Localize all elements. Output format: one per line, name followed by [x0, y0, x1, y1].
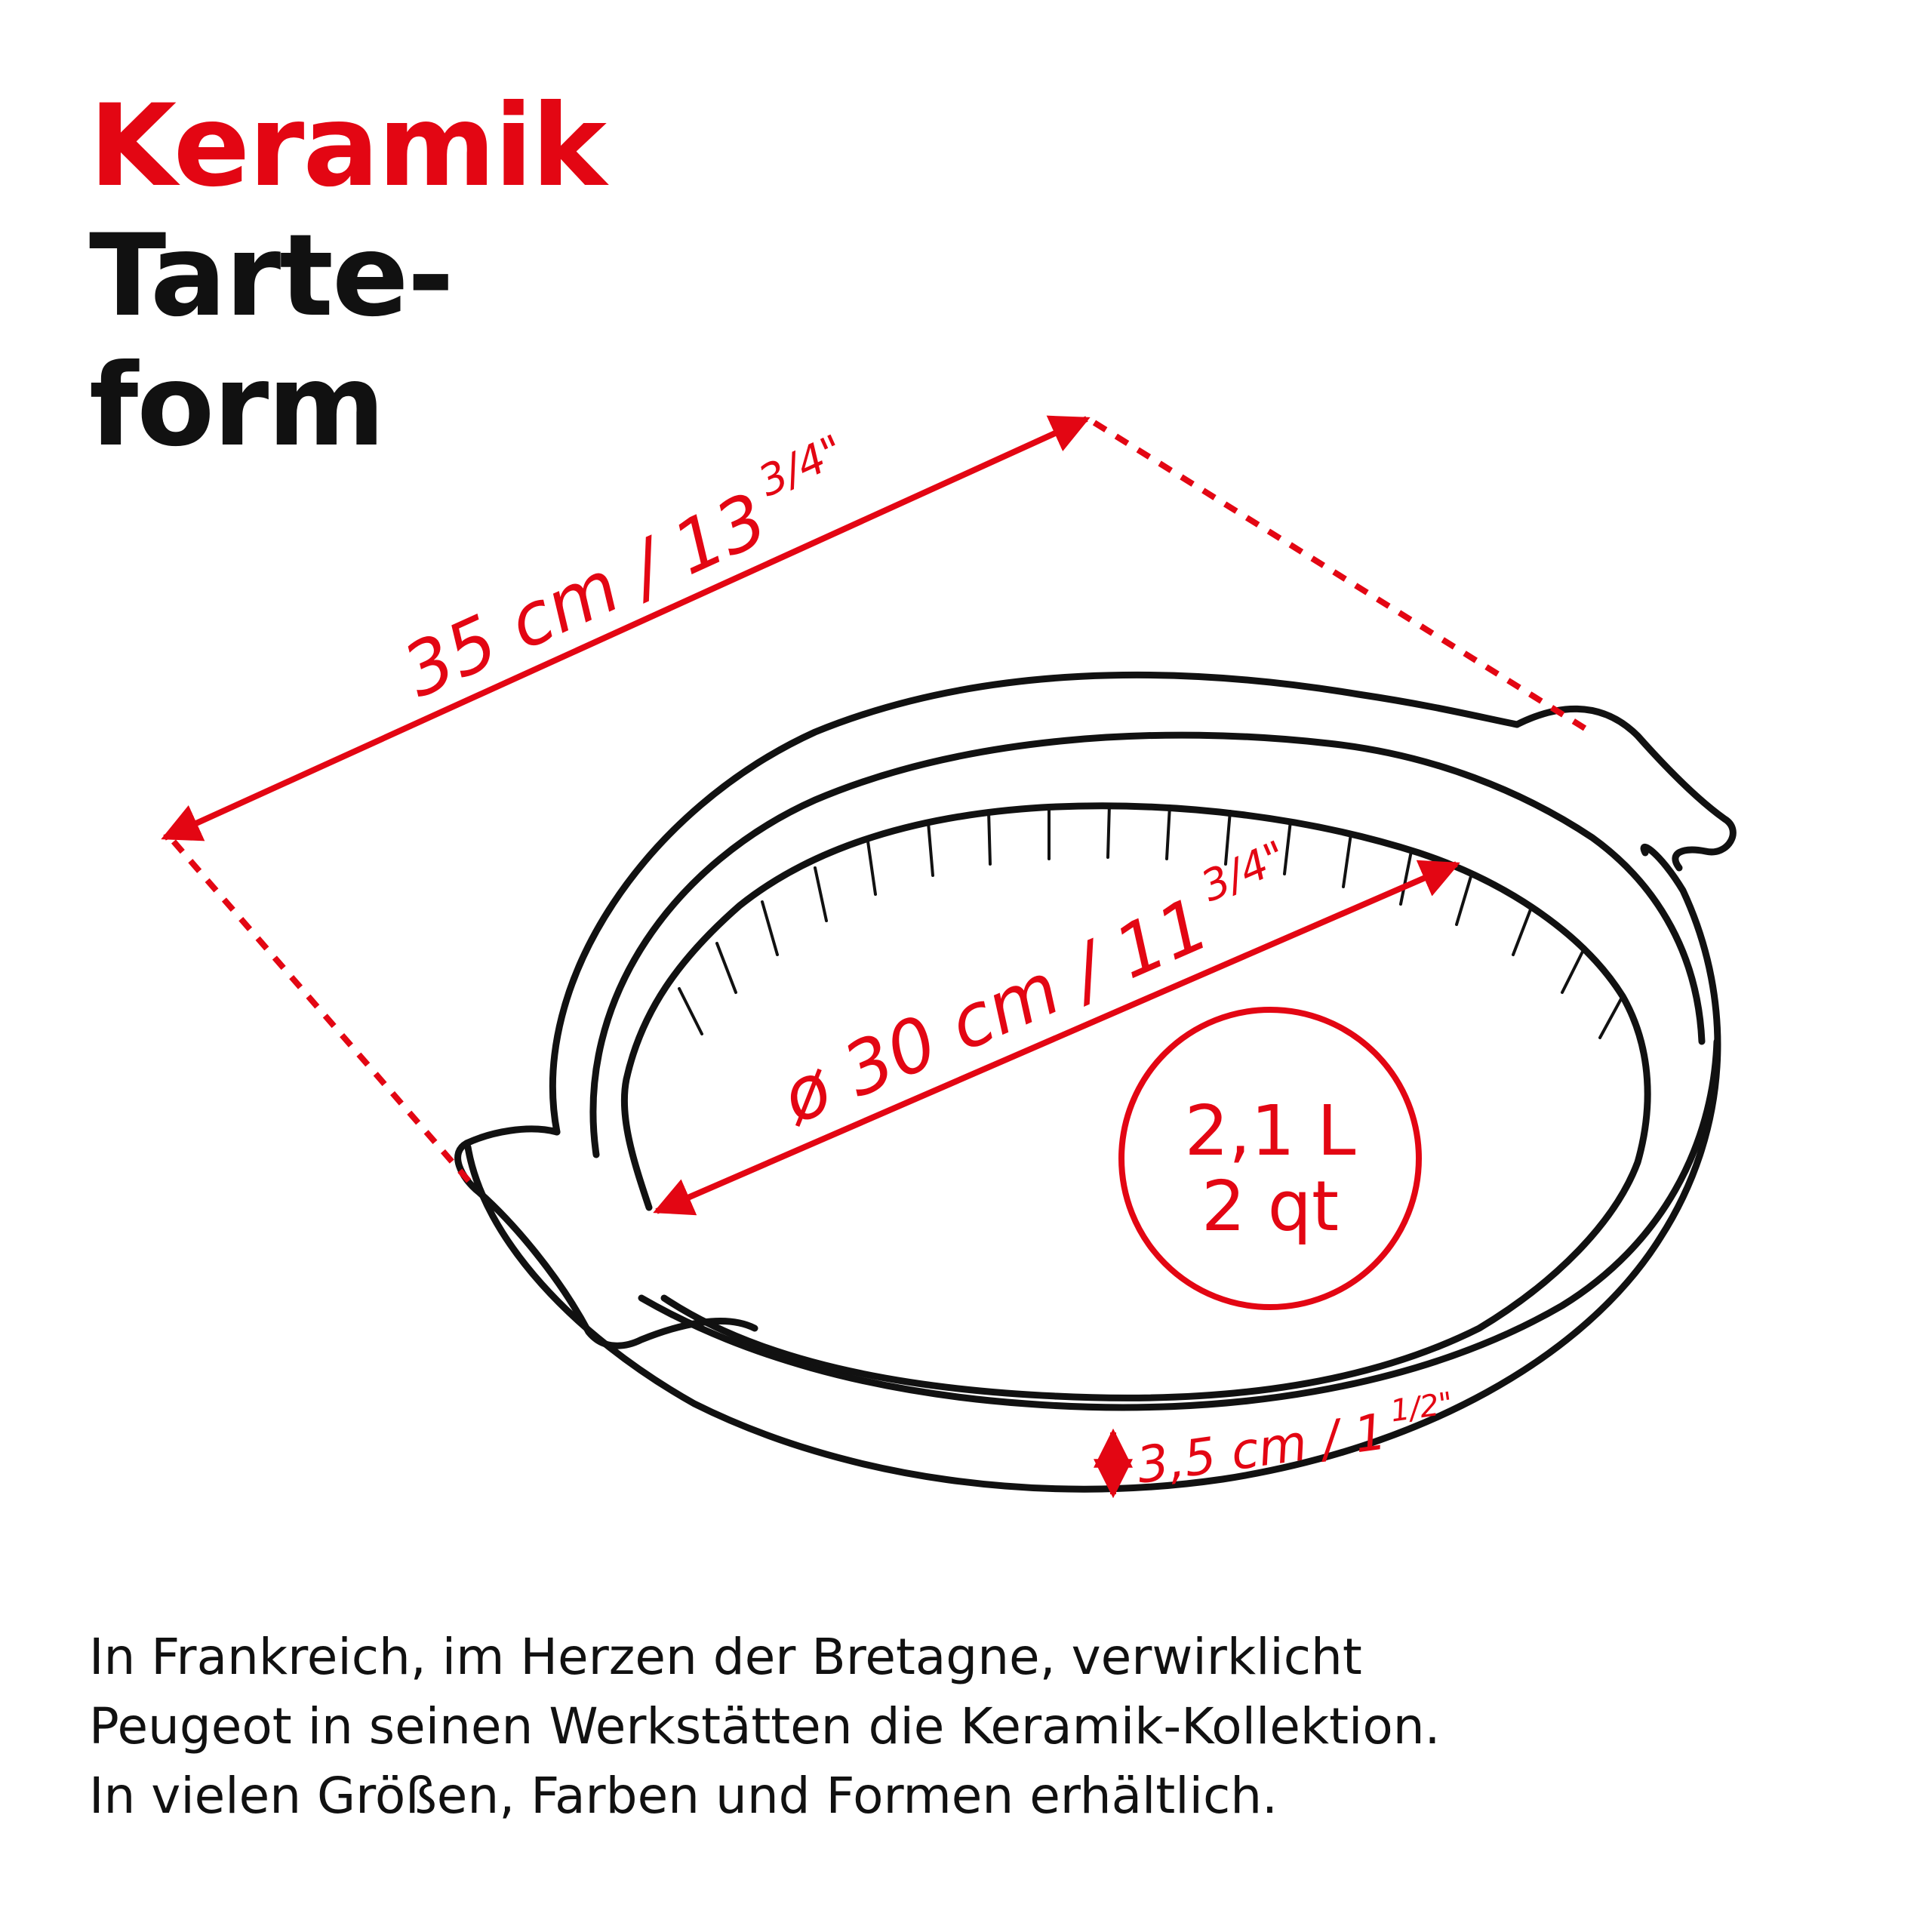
headline-accent: Keramik [89, 81, 607, 212]
height-text: 3,5 cm / 1 [1134, 1402, 1390, 1495]
height-label: 3,5 cm / 11/2" [1132, 1386, 1459, 1494]
height-fraction: 1/2" [1389, 1386, 1455, 1429]
length-guide-left [171, 839, 478, 1191]
length-arrow [161, 415, 1091, 841]
left-handle [454, 1125, 758, 1349]
capacity-liters: 2,1 L [1185, 1091, 1356, 1171]
capacity-circle [1118, 1007, 1422, 1310]
capacity-quarts: 2 qt [1201, 1166, 1339, 1247]
right-handle [1513, 705, 1737, 872]
diameter-arrow [653, 860, 1460, 1216]
description-line-3: In vielen Größen, Farben und Formen erhä… [89, 1767, 1278, 1825]
length-text: 35 cm / 13 [391, 476, 780, 714]
length-guide-right [1092, 420, 1587, 731]
description-line-1: In Frankreich, im Herzen der Bretagne, v… [89, 1628, 1362, 1686]
headline: Keramik Tarte- form [89, 81, 607, 471]
length-fraction: 3/4" [752, 426, 851, 506]
diameter-fraction: 3/4" [1194, 832, 1294, 912]
dimension-diameter [653, 860, 1460, 1216]
description-line-2: Peugeot in seinen Werkstätten die Kerami… [89, 1697, 1441, 1755]
dimension-overall [161, 415, 1587, 1191]
description: In Frankreich, im Herzen der Bretagne, v… [89, 1623, 1885, 1831]
diameter-text: ø 30 cm / 11 [768, 881, 1221, 1141]
pan-inner-base [620, 802, 1651, 1401]
capacity-badge: 2,1 L 2 qt [1118, 1007, 1422, 1310]
pan-rim-lower [638, 1038, 1721, 1411]
tart-pan-illustration [454, 671, 1737, 1493]
headline-line-1: Tarte- [89, 211, 454, 342]
length-label: 35 cm / 133/4" [386, 426, 870, 714]
pan-outer-body [464, 843, 1721, 1493]
